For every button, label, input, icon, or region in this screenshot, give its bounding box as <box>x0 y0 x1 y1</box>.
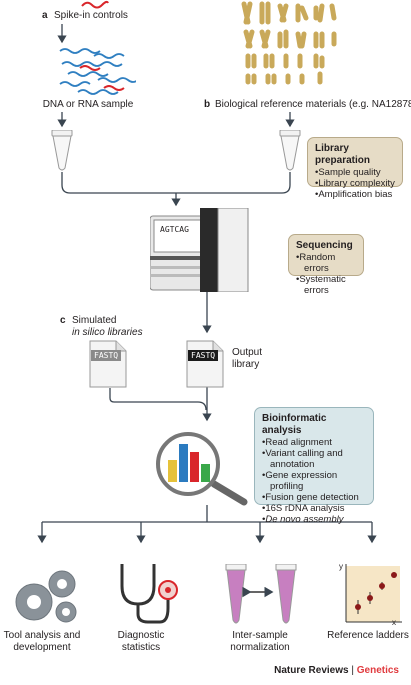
sequencing-item: Systematic errors <box>296 274 357 296</box>
bioinformatic-item: Variant calling and annotation <box>262 448 366 470</box>
spike-in-squiggle-icon <box>81 0 109 9</box>
sim-merge-path <box>109 388 207 411</box>
normalization-tubes-icon <box>225 564 297 624</box>
bioinformatic-analysis-box: Bioinformatic analysis Read alignment Va… <box>254 407 374 525</box>
journal-brand-name: Nature Reviews <box>274 665 349 676</box>
fastq-file-simulated-icon: FASTQ <box>88 340 128 388</box>
gears-icon <box>15 570 77 623</box>
simulated-label: Simulated <box>72 315 117 326</box>
library-label: library <box>232 359 260 370</box>
nucleic-acid-waves-icon <box>59 48 136 95</box>
bioinformatic-item: Fusion gene detection <box>262 492 367 503</box>
bioinformatic-item: De novo assembly <box>262 514 367 525</box>
output-normalization-label-1: Inter-sample <box>232 630 288 641</box>
journal-footer: Nature Reviews | Genetics <box>274 665 399 676</box>
reference-ladder-plot-icon <box>345 564 402 623</box>
fastq-label: FASTQ <box>188 350 219 361</box>
sample-label: DNA or RNA sample <box>42 99 134 110</box>
library-item: Amplification bias <box>315 189 396 200</box>
sample-tube-left-icon <box>51 130 73 171</box>
ladder-y-axis-label: y <box>339 562 343 571</box>
fastq-label: FASTQ <box>91 350 122 361</box>
chromosomes-icon <box>241 1 337 85</box>
stethoscope-icon <box>120 564 178 624</box>
panel-b-letter: b <box>204 99 211 110</box>
fastq-file-output-icon: FASTQ <box>185 340 225 388</box>
library-item: Library complexity <box>315 178 396 189</box>
output-tools-label-2: development <box>13 642 71 653</box>
sequencer-icon <box>150 208 249 292</box>
bioinformatic-item: Gene expression profiling <box>262 470 367 492</box>
output-tools-label-1: Tool analysis and <box>3 630 81 641</box>
sample-tube-right-icon <box>279 130 301 171</box>
sequencer-screen-text: AGTCAG <box>160 225 189 234</box>
tube-merge-path <box>61 172 291 194</box>
panel-c-letter: c <box>60 315 66 326</box>
ladder-x-axis-label: x <box>392 618 396 627</box>
sequencing-item: Random errors <box>296 252 357 274</box>
bioinformatic-title: Bioinformatic analysis <box>262 413 327 436</box>
spike-in-controls-label: Spike-in controls <box>54 10 128 21</box>
output-normalization-label-2: normalization <box>230 642 290 653</box>
journal-separator: | <box>351 665 354 676</box>
panel-a-letter: a <box>42 10 48 21</box>
journal-section-name: Genetics <box>356 665 399 676</box>
library-preparation-title: Library preparation <box>315 143 371 166</box>
reference-materials-label: Biological reference materials (e.g. NA1… <box>215 99 411 110</box>
bioinformatic-item: Read alignment <box>262 437 367 448</box>
in-silico-label: in silico libraries <box>72 327 143 338</box>
output-diagnostic-label-2: statistics <box>121 642 161 653</box>
output-label: Output <box>232 347 263 358</box>
output-diagnostic-label-1: Diagnostic <box>117 630 165 641</box>
analysis-magnifier-icon <box>156 432 248 506</box>
bioinformatic-item: 16S rDNA analysis <box>262 503 367 514</box>
library-item: Sample quality <box>315 167 396 178</box>
sequencing-title: Sequencing <box>296 240 353 251</box>
output-ladders-label: Reference ladders <box>327 630 409 641</box>
library-preparation-box: Library preparation Sample quality Libra… <box>307 137 403 200</box>
sequencing-box: Sequencing Random errors Systematic erro… <box>288 234 364 296</box>
